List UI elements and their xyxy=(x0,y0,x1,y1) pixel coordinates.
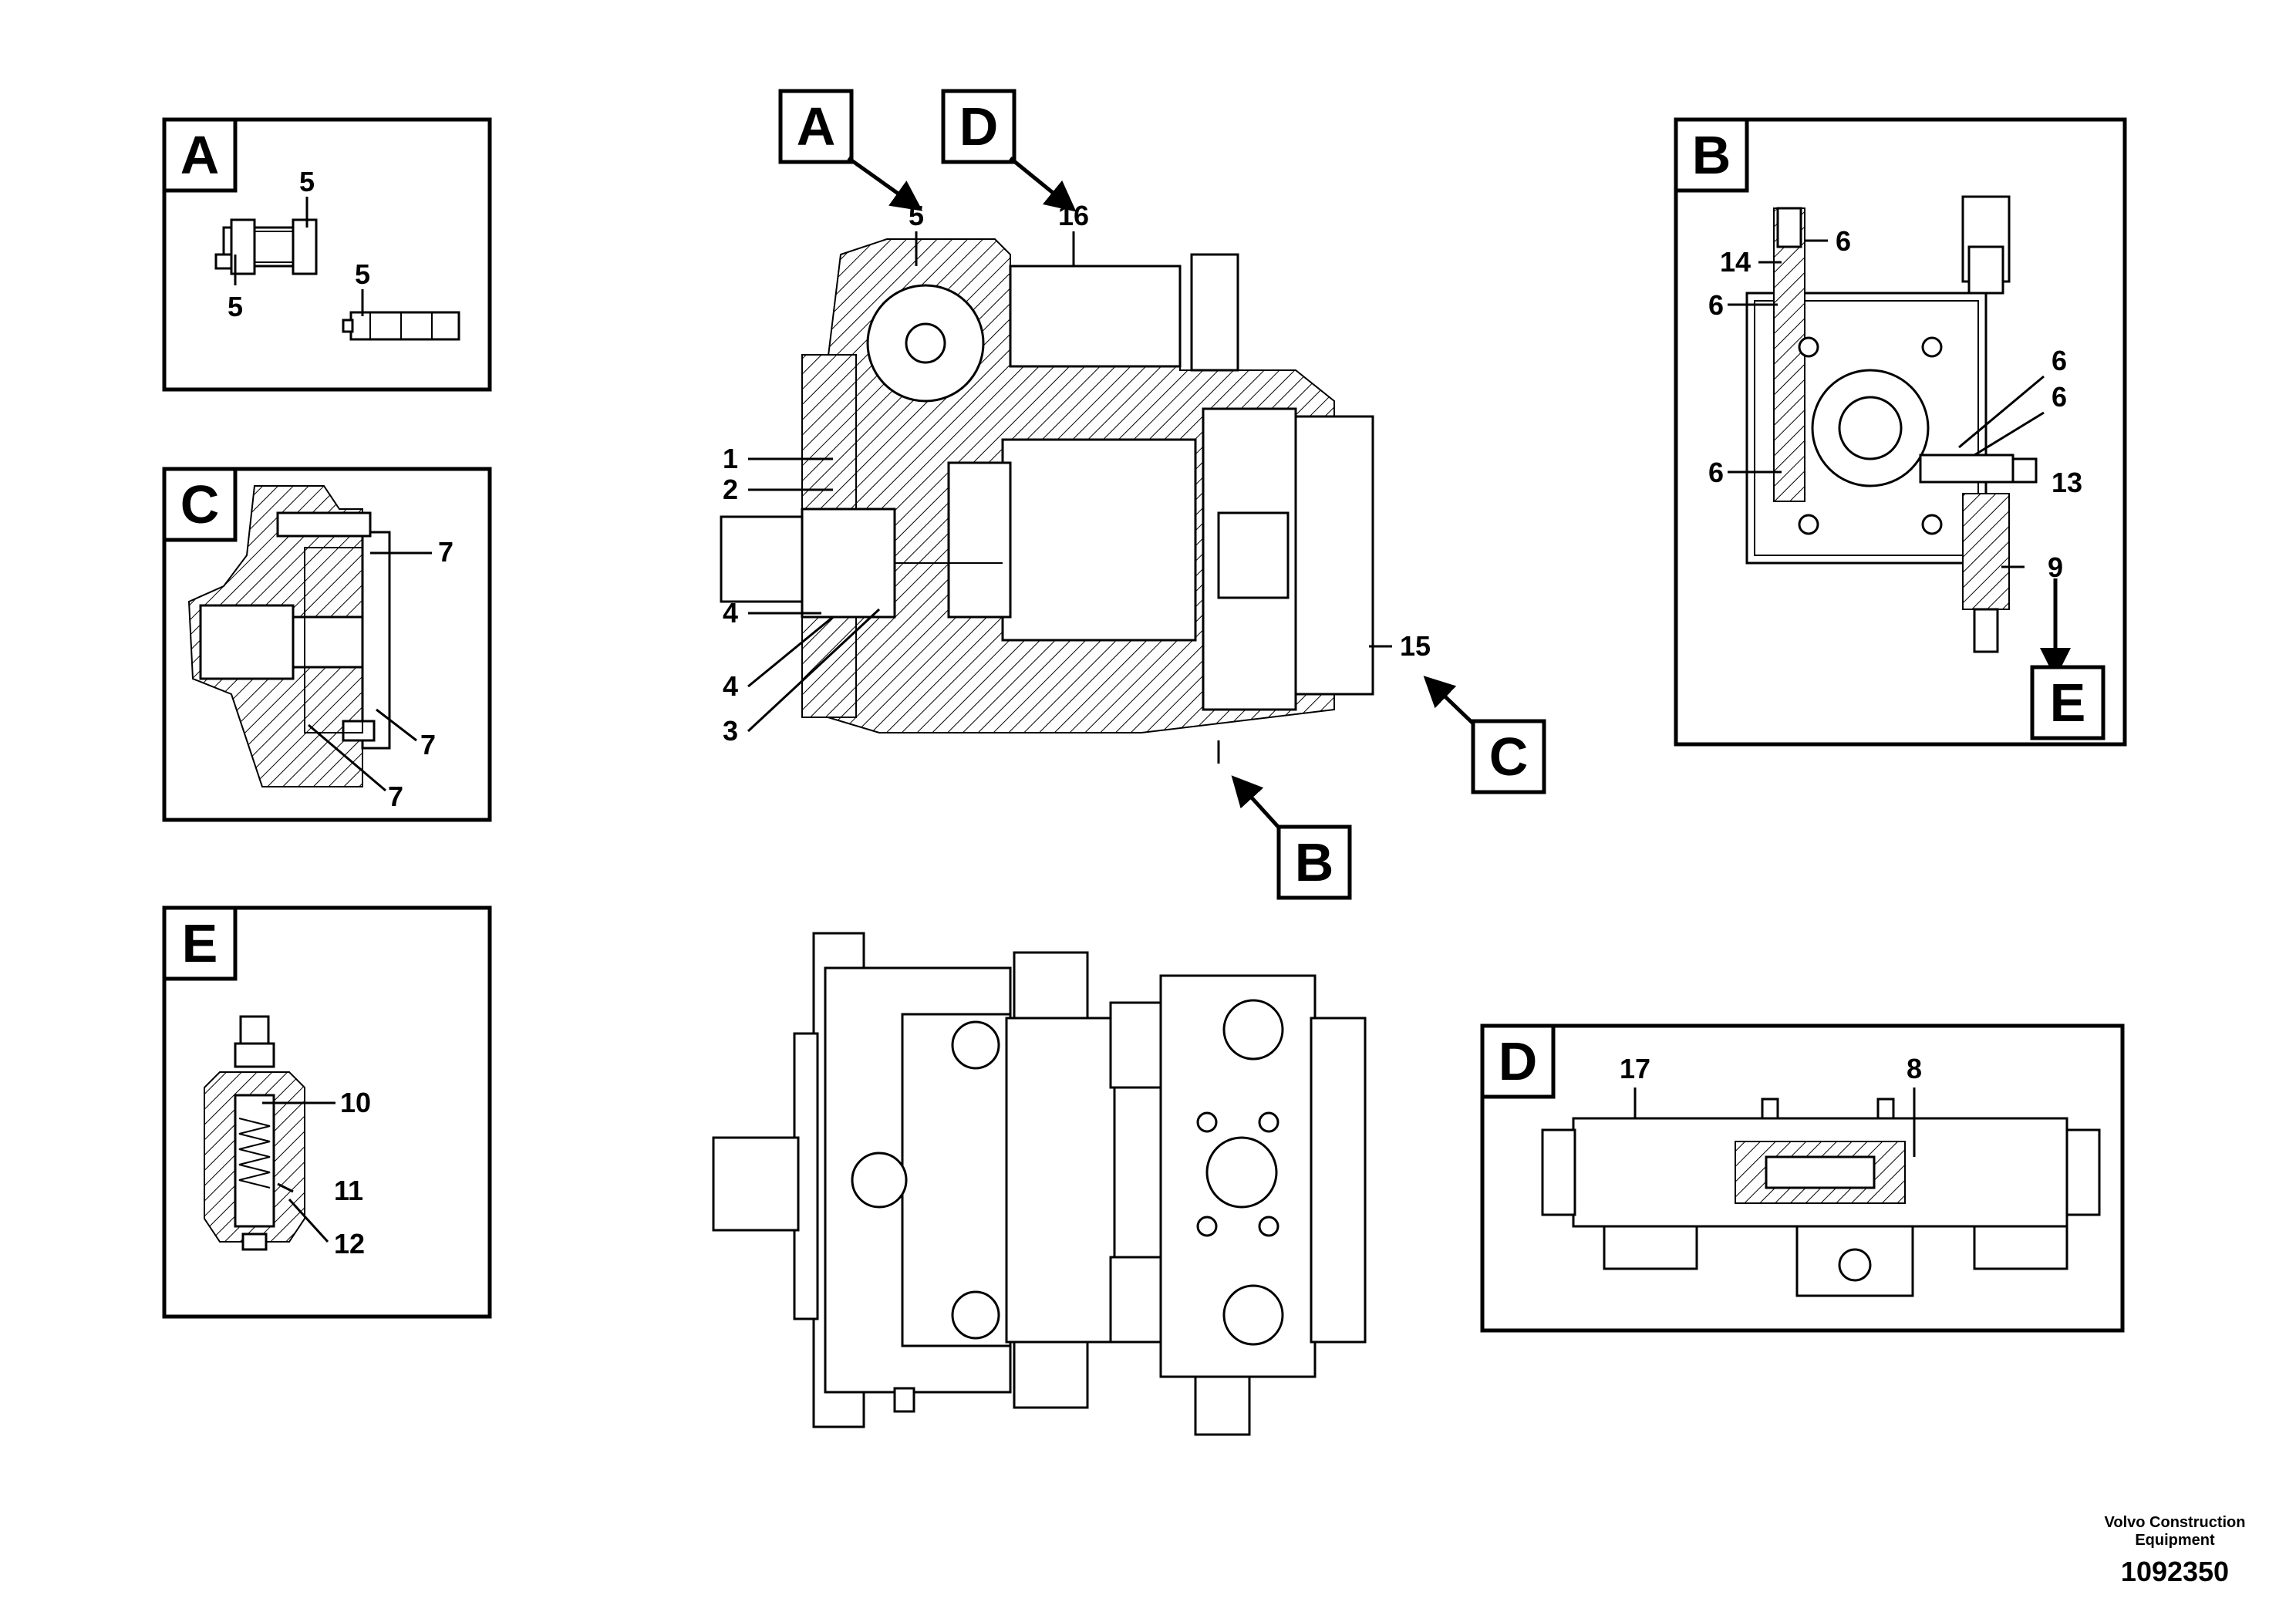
callout-b-6-5: 6 xyxy=(1708,457,1724,488)
detail-box-c: C 7 7 7 xyxy=(162,467,492,822)
ref-letter-c: C xyxy=(1489,727,1529,787)
pump-section-drawing xyxy=(720,238,1374,733)
callout-main-4-1: 4 xyxy=(723,597,738,629)
callout-e-12: 12 xyxy=(334,1228,365,1259)
main-section-view: A D B C 5 16 1 2 4 4 3 15 xyxy=(720,89,1546,900)
box-c-letter: C xyxy=(180,474,220,534)
pump-external-view xyxy=(712,932,1367,1436)
detail-box-d: D 17 8 xyxy=(1480,1023,2125,1333)
company-name-line2: Equipment xyxy=(2135,1532,2215,1549)
callout-b-6-2: 6 xyxy=(1708,289,1724,321)
callout-main-16: 16 xyxy=(1058,200,1089,231)
callout-b-9: 9 xyxy=(2048,551,2063,583)
detail-box-a: A 5 5 5 xyxy=(162,117,492,392)
ref-letter-d: D xyxy=(959,96,999,157)
drawing-number: 1092350 xyxy=(2121,1556,2229,1587)
end-cover-drawing-c xyxy=(187,485,391,787)
callout-a-5-2: 5 xyxy=(228,291,243,322)
callout-c-7-1: 7 xyxy=(438,536,453,568)
box-e-letter: E xyxy=(182,913,218,973)
callout-b-6-3: 6 xyxy=(2052,345,2067,376)
callout-b-6-1: 6 xyxy=(1836,225,1851,257)
callout-a-5-3: 5 xyxy=(355,258,370,290)
detail-box-b: B 14 6 6 6 6 xyxy=(1674,117,2127,747)
callout-main-2: 2 xyxy=(723,474,738,505)
callout-b-13: 13 xyxy=(2052,467,2082,498)
ref-letter-a: A xyxy=(797,96,836,157)
solenoid-valve-drawing-d xyxy=(1541,1098,2101,1297)
callout-b-14: 14 xyxy=(1720,246,1751,278)
box-a-letter: A xyxy=(180,125,220,185)
callout-e-10: 10 xyxy=(340,1087,371,1118)
callout-main-3: 3 xyxy=(723,715,738,747)
callout-main-15: 15 xyxy=(1400,630,1431,662)
callout-c-7-2: 7 xyxy=(420,729,436,760)
callout-e-11: 11 xyxy=(334,1175,363,1206)
callout-d-8: 8 xyxy=(1907,1053,1922,1084)
callout-d-17: 17 xyxy=(1620,1053,1650,1084)
detail-box-e: E 10 11 12 xyxy=(162,905,492,1319)
title-block: Volvo Construction Equipment 1092350 xyxy=(2105,1514,2246,1587)
box-d-letter: D xyxy=(1499,1031,1538,1091)
callout-b-6-4: 6 xyxy=(2052,381,2067,413)
ref-letter-b: B xyxy=(1295,832,1334,892)
pump-cover-drawing-b xyxy=(1745,195,2038,653)
company-name-line1: Volvo Construction xyxy=(2105,1514,2246,1531)
callout-main-5: 5 xyxy=(909,200,924,231)
ref-letter-e: E xyxy=(2050,673,2086,733)
callout-main-4-2: 4 xyxy=(723,670,738,702)
relief-valve-drawing-e xyxy=(204,1015,305,1251)
callout-a-5-1: 5 xyxy=(299,166,315,197)
callout-c-7-3: 7 xyxy=(388,781,403,812)
callout-main-1: 1 xyxy=(723,443,738,474)
box-b-letter: B xyxy=(1692,125,1731,185)
